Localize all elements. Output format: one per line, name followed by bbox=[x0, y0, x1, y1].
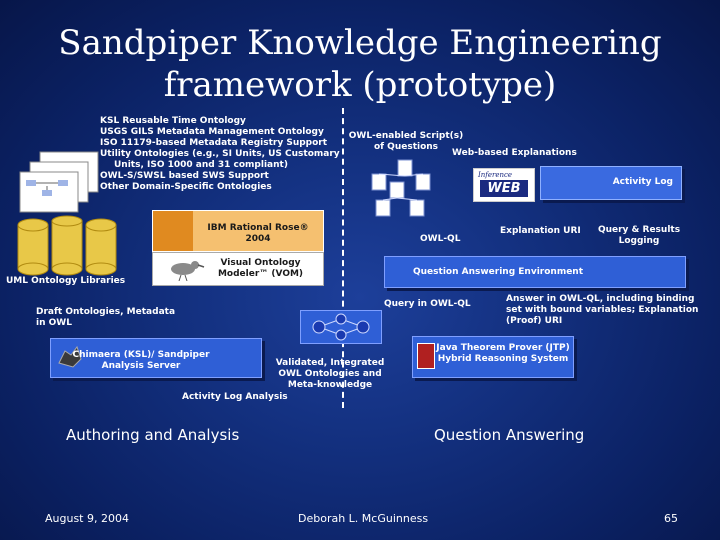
chimaera-label: Chimaera (KSL)/ Sandpiper Analysis Serve… bbox=[72, 350, 210, 371]
title-line-2: framework (prototype) bbox=[163, 65, 557, 105]
database-cylinders-icon bbox=[17, 215, 117, 276]
chimaera-creature-icon bbox=[58, 345, 82, 368]
web-logo-text: WEB bbox=[480, 180, 528, 197]
web-explanations-label: Web-based Explanations bbox=[452, 148, 577, 158]
ontology-graph-icon bbox=[312, 313, 370, 341]
owl-script-label: OWL-enabled Script(s) of Questions bbox=[348, 131, 464, 152]
slide-title: Sandpiper Knowledge Engineering framewor… bbox=[0, 22, 720, 106]
vom-label: Visual Ontology Modeler™ (VOM) bbox=[217, 258, 304, 279]
title-line-1: Sandpiper Knowledge Engineering bbox=[58, 23, 662, 63]
explanation-uri-label: Explanation URI bbox=[500, 226, 581, 236]
ontology-documents-icon bbox=[19, 151, 99, 213]
vom-box: Visual Ontology Modeler™ (VOM) bbox=[152, 252, 324, 286]
qa-environment-label: Question Answering Environment bbox=[413, 267, 584, 277]
uml-libraries-label: UML Ontology Libraries bbox=[6, 276, 126, 286]
activity-log-box: Activity Log bbox=[540, 166, 682, 200]
script-documents-icon bbox=[371, 159, 431, 217]
ontology-item: KSL Reusable Time Ontology bbox=[100, 116, 246, 126]
activity-log-analysis-label: Activity Log Analysis bbox=[182, 392, 288, 402]
sandpiper-bird-icon bbox=[171, 261, 205, 281]
footer-author: Deborah L. McGuinness bbox=[298, 512, 429, 525]
ontology-item: OWL-S/SWSL based SWS Support bbox=[100, 171, 269, 181]
qa-environment-box: Question Answering Environment bbox=[384, 256, 686, 288]
ontology-item: Units, ISO 1000 and 31 compliant) bbox=[114, 160, 288, 170]
answer-owl-ql-label: Answer in OWL-QL, including binding set … bbox=[506, 294, 699, 326]
ontology-item: USGS GILS Metadata Management Ontology bbox=[100, 127, 324, 137]
chimaera-box: Chimaera (KSL)/ Sandpiper Analysis Serve… bbox=[50, 338, 262, 378]
jtp-box: Java Theorem Prover (JTP) Hybrid Reasoni… bbox=[412, 336, 574, 378]
inference-logo-text: Inference bbox=[478, 171, 513, 179]
ibm-rose-label: IBM Rational Rose® 2004 bbox=[207, 223, 309, 244]
query-logging-label: Query & Results Logging bbox=[597, 225, 681, 246]
ontology-item: ISO 11179-based Metadata Registry Suppor… bbox=[100, 138, 328, 148]
integrated-ontology-panel bbox=[300, 310, 382, 344]
inference-web-logo: Inference WEB bbox=[473, 168, 535, 202]
question-answering-section-label: Question Answering bbox=[434, 426, 585, 444]
owl-ql-label: OWL-QL bbox=[420, 234, 461, 244]
rose-logo-icon bbox=[153, 211, 193, 251]
draft-ontologies-label: Draft Ontologies, Metadata in OWL bbox=[36, 307, 176, 328]
jtp-label: Java Theorem Prover (JTP) Hybrid Reasoni… bbox=[436, 343, 570, 364]
stanford-logo-icon bbox=[417, 343, 435, 369]
footer-date: August 9, 2004 bbox=[45, 512, 129, 525]
ontology-item: Other Domain-Specific Ontologies bbox=[100, 182, 272, 192]
ontology-item: Utility Ontologies (e.g., SI Units, US C… bbox=[100, 149, 340, 159]
query-owl-ql-label: Query in OWL-QL bbox=[384, 299, 471, 309]
activity-log-label: Activity Log bbox=[612, 177, 673, 187]
ibm-rose-box: IBM Rational Rose® 2004 bbox=[152, 210, 324, 252]
section-divider bbox=[342, 108, 344, 408]
authoring-section-label: Authoring and Analysis bbox=[66, 426, 240, 444]
validated-ontologies-label: Validated, Integrated OWL Ontologies and… bbox=[275, 358, 385, 390]
footer-page-number: 65 bbox=[664, 512, 678, 525]
ontology-list: KSL Reusable Time Ontology USGS GILS Met… bbox=[100, 116, 345, 193]
